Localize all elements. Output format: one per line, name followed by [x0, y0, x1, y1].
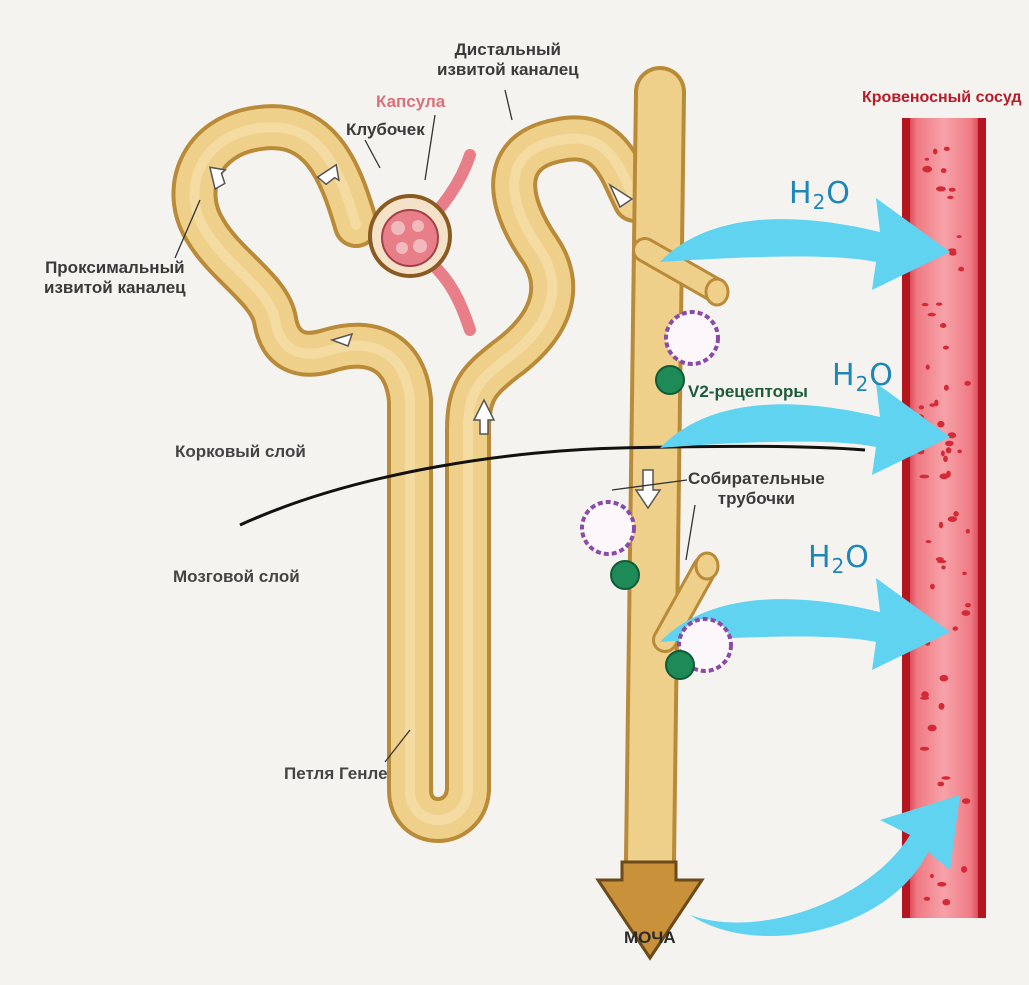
red-blood-cell	[957, 450, 962, 454]
proximal-tubule-label: Проксимальный извитой каналец	[44, 258, 186, 298]
red-blood-cell	[930, 584, 935, 590]
red-blood-cell	[962, 610, 971, 616]
cortex-label: Корковый слой	[175, 442, 306, 462]
red-blood-cell	[966, 529, 970, 534]
urine-label: МОЧА	[624, 928, 676, 948]
red-blood-cell	[937, 882, 946, 887]
red-blood-cell	[941, 450, 945, 456]
red-blood-cell	[953, 511, 958, 517]
water-label-3: H2O	[808, 540, 870, 578]
red-blood-cell	[936, 186, 946, 191]
red-blood-cell	[936, 303, 942, 306]
red-blood-cell	[928, 313, 936, 317]
red-blood-cell	[940, 675, 949, 682]
red-blood-cell	[953, 626, 959, 630]
glomerulus-label: Клубочек	[346, 120, 425, 140]
red-blood-cell	[939, 703, 945, 710]
red-blood-cell	[942, 899, 950, 905]
red-blood-cell	[941, 776, 950, 780]
red-blood-cell	[919, 475, 929, 479]
blood-vessel-label: Кровеносный сосуд	[862, 88, 1022, 108]
red-blood-cell	[944, 147, 950, 151]
red-blood-cell	[958, 267, 964, 272]
red-blood-cell	[947, 196, 953, 199]
red-blood-cell	[920, 747, 929, 751]
red-blood-cell	[941, 168, 947, 173]
red-blood-cell	[965, 603, 971, 607]
red-blood-cell	[943, 456, 948, 463]
collecting-label-line1: Собирательные	[688, 469, 825, 489]
red-blood-cell	[919, 405, 924, 409]
red-blood-cell	[941, 565, 946, 569]
red-blood-cell	[924, 897, 931, 901]
red-blood-cell	[940, 473, 949, 479]
red-blood-cell	[926, 364, 930, 369]
red-blood-cell	[964, 381, 971, 386]
red-blood-cell	[925, 158, 929, 161]
red-blood-cell	[937, 421, 944, 428]
v2-receptors-label: V2-рецепторы	[688, 382, 808, 402]
water-label-2: H2O	[832, 358, 894, 396]
red-blood-cell	[948, 248, 956, 252]
distal-label-line2: извитой каналец	[437, 60, 579, 80]
capsule-label: Капсула	[376, 92, 445, 112]
red-blood-cell	[939, 522, 943, 529]
red-blood-cell	[946, 447, 952, 453]
red-blood-cell	[962, 798, 970, 804]
red-blood-cell	[943, 346, 949, 350]
red-blood-cell	[921, 691, 929, 698]
red-blood-cell	[937, 782, 944, 787]
loop-of-henle-label: Петля Генле	[284, 764, 388, 784]
red-blood-cell	[930, 874, 934, 878]
red-blood-cell	[962, 572, 967, 576]
red-blood-cell	[945, 441, 954, 447]
red-blood-cell	[937, 560, 946, 563]
red-blood-cell	[922, 166, 932, 173]
red-blood-cell	[940, 323, 946, 328]
distal-tubule-label: Дистальный извитой каналец	[437, 40, 579, 80]
medulla-label: Мозговой слой	[173, 567, 300, 587]
proximal-label-line1: Проксимальный	[44, 258, 186, 278]
collecting-label-line2: трубочки	[688, 489, 825, 509]
red-blood-cell	[922, 303, 929, 306]
red-blood-cell	[944, 385, 949, 391]
water-label-1: H2O	[789, 176, 851, 214]
red-blood-cell	[929, 403, 935, 407]
red-blood-cell	[949, 188, 956, 192]
red-blood-cell	[948, 516, 957, 522]
proximal-label-line2: извитой каналец	[44, 278, 186, 298]
red-blood-cell	[926, 540, 932, 543]
red-blood-cell	[933, 149, 937, 155]
red-blood-cell	[928, 725, 937, 732]
collecting-ducts-label: Собирательные трубочки	[688, 469, 825, 509]
distal-label-line1: Дистальный	[437, 40, 579, 60]
red-blood-cell	[961, 866, 967, 873]
red-blood-cell	[957, 235, 962, 238]
glomerulus	[370, 155, 470, 330]
